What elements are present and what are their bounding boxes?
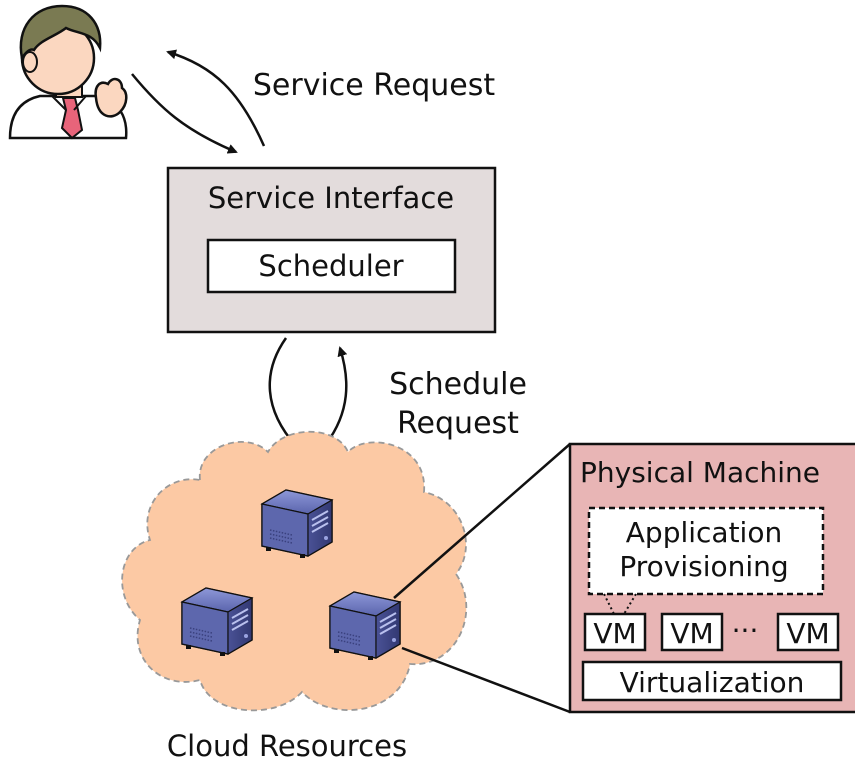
vm-label: VM xyxy=(593,617,636,650)
vm-box xyxy=(583,612,647,652)
physical-machine-label: Physical Machine xyxy=(580,456,820,489)
virtualization-label: Virtualization xyxy=(620,666,805,699)
schedule-request-label-line1: Schedule xyxy=(389,367,527,402)
server-icon xyxy=(329,591,401,661)
zoom-lines xyxy=(393,443,571,714)
cloud-resources-label: Cloud Resources xyxy=(167,729,407,760)
service-request-arrows xyxy=(131,49,266,154)
schedule-request-arrows xyxy=(268,337,348,448)
service-request-label: Service Request xyxy=(253,68,496,103)
server-icon xyxy=(261,489,333,559)
service-interface-box: Service Interface Scheduler xyxy=(166,166,497,334)
cloud-resources-shape xyxy=(121,430,468,712)
physical-machine-box: Physical Machine Application Provisionin… xyxy=(568,442,855,714)
scheduler-box xyxy=(206,238,457,294)
vm-label: VM xyxy=(786,617,829,650)
application-provisioning-box xyxy=(587,506,825,596)
user-icon xyxy=(8,4,128,140)
service-interface-label: Service Interface xyxy=(208,181,454,215)
scheduler-label: Scheduler xyxy=(258,249,403,283)
application-provisioning-line1: Application xyxy=(626,516,782,549)
vm-label: VM xyxy=(670,617,713,650)
virtualization-box xyxy=(581,660,843,702)
vm-box xyxy=(776,612,840,652)
schedule-request-label-line2: Request xyxy=(397,406,519,441)
vm-box xyxy=(660,612,724,652)
server-icon xyxy=(181,587,253,657)
application-provisioning-line2: Provisioning xyxy=(619,550,788,583)
vm-ellipsis: ··· xyxy=(732,614,759,647)
